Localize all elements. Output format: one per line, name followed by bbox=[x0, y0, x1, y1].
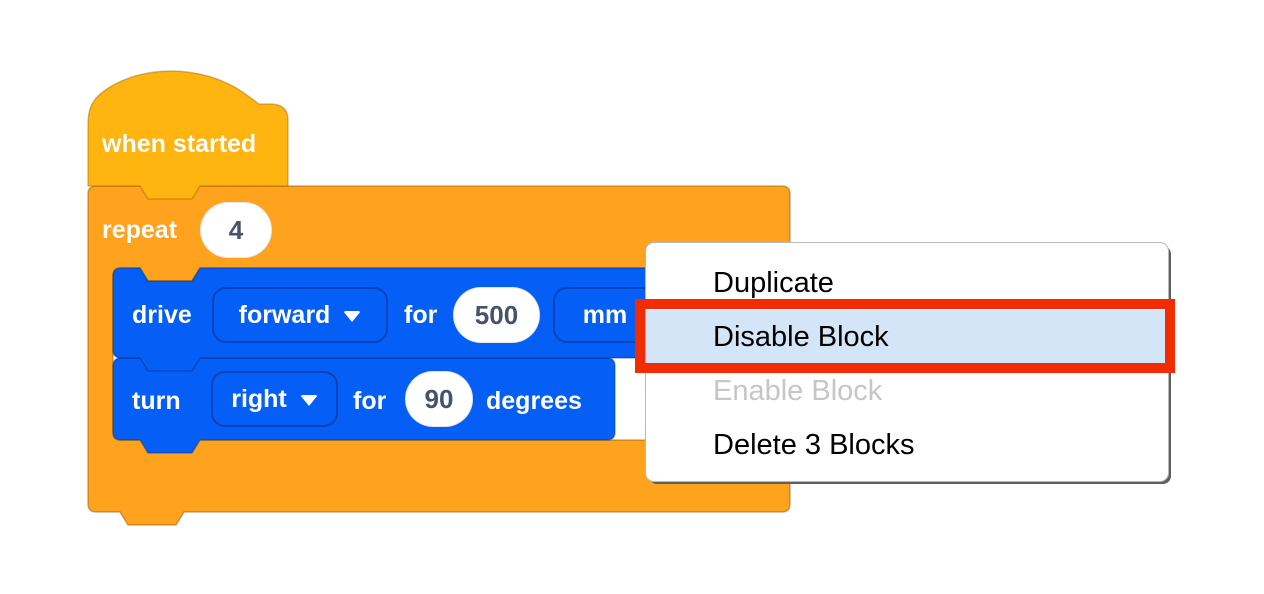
turn-angle-value: 90 bbox=[424, 383, 454, 414]
drive-for-label: for bbox=[404, 301, 438, 329]
drive-distance-value: 500 bbox=[474, 299, 519, 330]
drive-unit-value: mm bbox=[582, 300, 628, 329]
repeat-count-input[interactable]: 4 bbox=[200, 202, 272, 258]
context-menu: Duplicate Disable Block Enable Block Del… bbox=[645, 242, 1169, 482]
menu-item-delete-blocks[interactable]: Delete 3 Blocks bbox=[713, 429, 915, 461]
when-started-label: when started bbox=[102, 130, 257, 158]
menu-item-duplicate[interactable]: Duplicate bbox=[713, 267, 834, 299]
repeat-label: repeat bbox=[102, 216, 178, 244]
turn-angle-input[interactable]: 90 bbox=[405, 371, 473, 427]
drive-direction-value: forward bbox=[238, 300, 331, 329]
turn-direction-value: right bbox=[231, 384, 287, 413]
turn-direction-dropdown[interactable]: right bbox=[211, 371, 338, 427]
chevron-down-icon bbox=[299, 395, 318, 406]
turn-unit-label: degrees bbox=[486, 387, 582, 415]
drive-label: drive bbox=[132, 301, 192, 329]
menu-item-disable-block[interactable]: Disable Block bbox=[646, 310, 1165, 364]
menu-item-enable-block: Enable Block bbox=[713, 375, 883, 407]
turn-for-label: for bbox=[353, 387, 387, 415]
chevron-down-icon bbox=[343, 311, 362, 322]
when-started-block-shape[interactable] bbox=[87, 70, 289, 200]
drive-direction-dropdown[interactable]: forward bbox=[212, 287, 388, 343]
red-highlight-box bbox=[635, 299, 1175, 373]
turn-block-shape[interactable] bbox=[112, 357, 616, 454]
turn-label: turn bbox=[132, 387, 181, 415]
drive-distance-input[interactable]: 500 bbox=[453, 287, 540, 343]
repeat-count-value: 4 bbox=[228, 214, 244, 245]
